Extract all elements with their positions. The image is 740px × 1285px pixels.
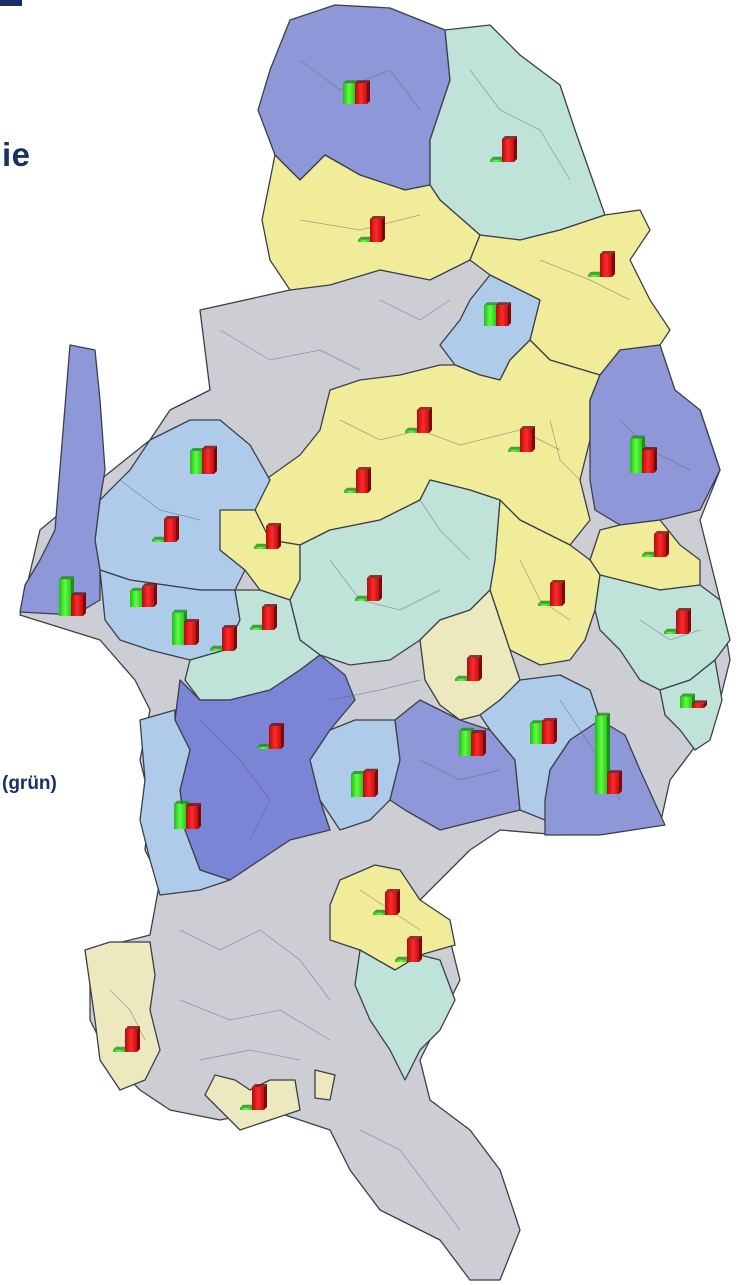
header-accent-bar bbox=[0, 0, 22, 6]
bar-red-c-yellow-sw bbox=[266, 523, 281, 549]
region-southwest-lightblue bbox=[139, 709, 231, 896]
bar-red-far-w bbox=[71, 592, 86, 616]
bar-red-salzgitter bbox=[269, 723, 284, 749]
bar-red-w-blue-mid bbox=[164, 516, 179, 542]
bar-red-wolfsburg bbox=[520, 426, 535, 452]
region-east-blue bbox=[589, 344, 721, 526]
bar-red-s-blue-1 bbox=[363, 768, 378, 797]
bar-red-s-blue-2 bbox=[471, 730, 486, 756]
bar-red-e-teal-small bbox=[692, 700, 707, 708]
bar-red-sw-blue bbox=[186, 803, 201, 829]
bar-red-sw-paleyellow bbox=[125, 1026, 140, 1052]
bar-red-e-teal bbox=[676, 608, 691, 634]
bar-red-w-blue-low bbox=[142, 583, 157, 607]
bar-red-center-blue bbox=[496, 302, 511, 326]
bar-red-c-paleyellow bbox=[467, 655, 482, 681]
bar-red-w-blue-low2 bbox=[184, 619, 199, 645]
bar-markers bbox=[59, 80, 707, 1110]
bar-red-north-yellow bbox=[370, 216, 385, 242]
bar-red-w-blue-top bbox=[202, 445, 217, 474]
bar-red-s-teal bbox=[407, 936, 422, 962]
region-southwest-paleyellow bbox=[84, 941, 161, 1091]
bar-red-c-yellow-top bbox=[417, 407, 432, 433]
bar-red-se-blue bbox=[607, 770, 622, 794]
region-south-blue-2 bbox=[389, 699, 521, 831]
bar-red-ne-top bbox=[502, 136, 517, 162]
bar-red-w-teal-low bbox=[222, 625, 237, 651]
municipality-borders bbox=[109, 59, 701, 1231]
bar-red-e-yellow bbox=[654, 531, 669, 557]
region-farwest-blue bbox=[19, 344, 106, 616]
bar-red-c-teal bbox=[262, 604, 277, 630]
bar-red-s-paleyellow bbox=[252, 1084, 267, 1110]
slide-title-fragment: ie bbox=[2, 136, 31, 173]
bar-red-s-yellow bbox=[385, 889, 400, 915]
bar-red-s-blue-3 bbox=[542, 718, 557, 744]
bar-red-e-blue bbox=[642, 447, 657, 473]
region-northeast-teal bbox=[429, 24, 606, 241]
bar-red-braunschweig bbox=[367, 575, 382, 601]
bar-red-ne-yellow bbox=[600, 251, 615, 277]
bar-red-nw-top bbox=[355, 80, 370, 104]
legend-text-fragment: (grün) bbox=[2, 773, 57, 794]
bar-red-c-yellow-mid bbox=[356, 467, 371, 493]
bar-red-se-yellow bbox=[550, 580, 565, 606]
region-south-paleyellow-islet bbox=[314, 1069, 336, 1101]
